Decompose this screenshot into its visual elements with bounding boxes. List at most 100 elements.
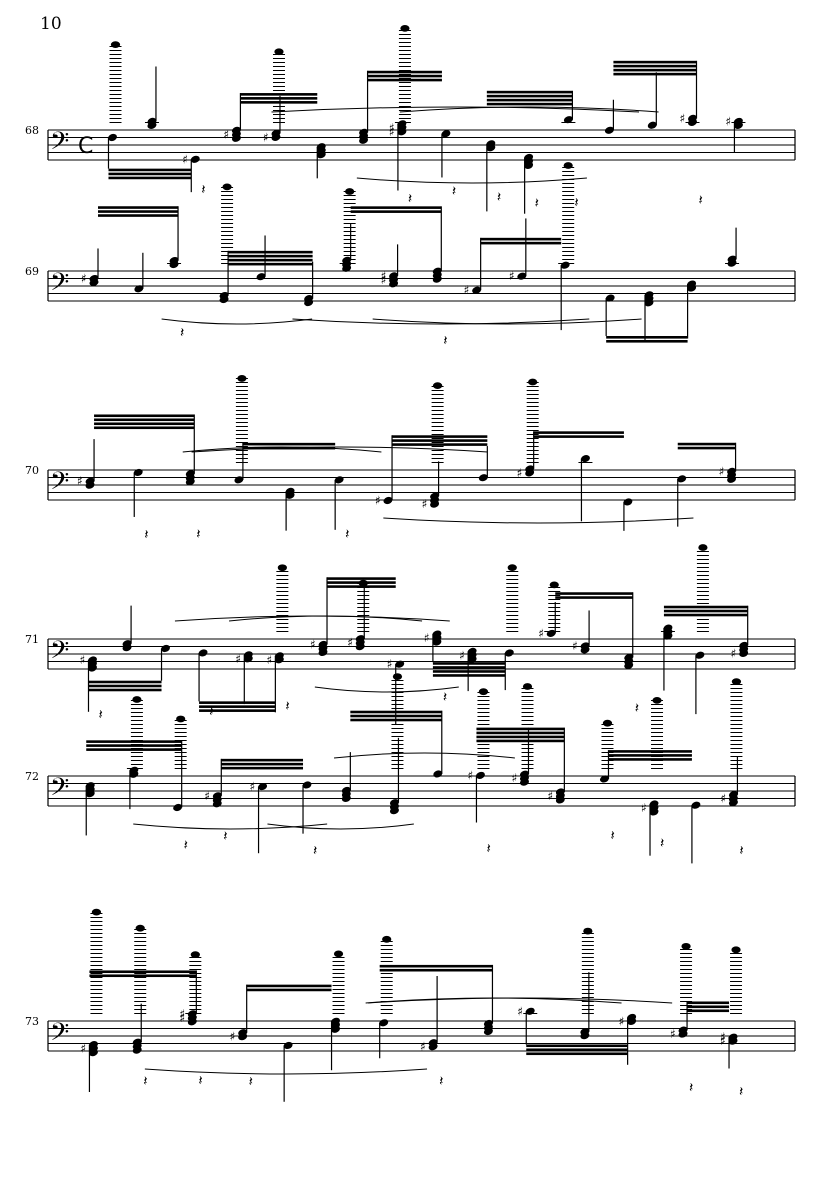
notehead: [475, 771, 485, 779]
note-beam: [606, 336, 688, 339]
notehead: [341, 794, 351, 802]
notehead: [517, 272, 527, 280]
notehead: [483, 1027, 493, 1036]
note-beam: [392, 435, 488, 438]
notehead: [161, 644, 170, 653]
notehead: [316, 151, 326, 159]
rest-icon: 𝄽: [535, 195, 539, 211]
tie-slur: [383, 517, 694, 524]
rest-icon: 𝄽: [660, 836, 664, 852]
page-number: 10: [40, 14, 62, 34]
note-beam: [327, 577, 396, 580]
notehead: [507, 564, 517, 572]
sharp-icon: ♯: [235, 652, 241, 666]
sharp-icon: ♯: [538, 626, 544, 640]
sharp-icon: ♯: [572, 639, 578, 653]
notehead: [187, 1018, 197, 1026]
note-beam: [613, 60, 697, 64]
notehead: [345, 188, 355, 195]
note-beam: [687, 1009, 730, 1013]
notehead: [108, 133, 117, 142]
note-beam: [526, 1044, 628, 1048]
sharp-icon: ♯: [670, 1027, 676, 1041]
notehead: [728, 799, 738, 807]
notehead: [222, 183, 232, 191]
rest-icon: 𝄽: [201, 182, 205, 198]
bass-clef-icon: 𝄢: [50, 127, 69, 162]
sharp-icon: ♯: [389, 121, 395, 135]
notehead: [85, 790, 95, 798]
note-beam: [687, 1001, 730, 1005]
measure-number-71: 71: [25, 633, 39, 646]
notehead: [331, 1025, 341, 1033]
rest-icon: 𝄽: [497, 190, 501, 206]
notehead: [504, 649, 514, 657]
notehead: [176, 715, 186, 723]
sharp-icon: ♯: [547, 789, 553, 803]
sharp-icon: ♯: [81, 272, 87, 286]
notehead: [334, 476, 344, 484]
note-beam: [88, 680, 162, 684]
note-beam: [486, 98, 573, 102]
rest-icon: 𝄽: [452, 183, 456, 199]
notehead: [88, 664, 97, 672]
sharp-icon: ♯: [182, 152, 188, 166]
notehead: [395, 660, 405, 668]
notehead: [649, 808, 659, 816]
sharp-icon: ♯: [459, 648, 465, 662]
notehead: [333, 950, 344, 958]
notehead: [389, 280, 399, 288]
notehead: [644, 299, 654, 307]
sharp-icon: ♯: [250, 780, 256, 794]
notehead: [271, 133, 281, 141]
note-beam: [221, 762, 304, 766]
notehead: [88, 1049, 98, 1057]
tie-slur: [333, 752, 515, 759]
notehead: [549, 581, 559, 589]
note-beam: [240, 101, 318, 104]
rest-icon: 𝄽: [443, 689, 447, 705]
sharp-icon: ♯: [424, 631, 430, 645]
rest-icon: 𝄽: [98, 707, 102, 723]
note-beam: [533, 431, 624, 434]
note-beam: [350, 718, 442, 722]
notehead: [190, 951, 200, 959]
notehead: [472, 286, 482, 294]
note-beam: [228, 254, 313, 258]
note-beam: [242, 442, 336, 446]
note-beam: [94, 422, 195, 426]
note-beam: [486, 90, 573, 94]
notehead: [147, 121, 157, 129]
note-beam: [228, 262, 313, 266]
sharp-icon: ♯: [179, 1007, 185, 1021]
note-beam: [476, 739, 565, 743]
notehead: [243, 655, 253, 663]
sharp-icon: ♯: [619, 1014, 625, 1028]
notehead: [623, 498, 633, 506]
sharp-icon: ♯: [641, 801, 647, 815]
rest-icon: 𝄽: [574, 195, 578, 211]
tie-slur: [368, 997, 673, 1004]
notehead: [652, 696, 662, 704]
note-beam: [379, 968, 493, 972]
note-beam: [240, 97, 318, 100]
notehead: [185, 478, 195, 486]
note-beam: [246, 988, 332, 992]
note-beam: [350, 206, 442, 209]
notehead: [256, 273, 266, 281]
note-beam: [240, 93, 318, 96]
note-beam: [89, 970, 197, 974]
bass-clef-icon: 𝄢: [50, 1018, 69, 1053]
notehead: [663, 632, 673, 640]
note-beam: [88, 688, 162, 692]
bass-clef-icon: 𝄢: [50, 467, 69, 502]
notehead: [430, 500, 440, 508]
note-beam: [98, 214, 179, 217]
note-beam: [486, 94, 573, 98]
notehead: [219, 295, 229, 304]
notehead: [627, 1017, 637, 1025]
common-time-icon: C: [78, 134, 93, 159]
notehead: [135, 924, 145, 932]
note-beam: [392, 439, 488, 442]
note-beam: [228, 258, 313, 262]
